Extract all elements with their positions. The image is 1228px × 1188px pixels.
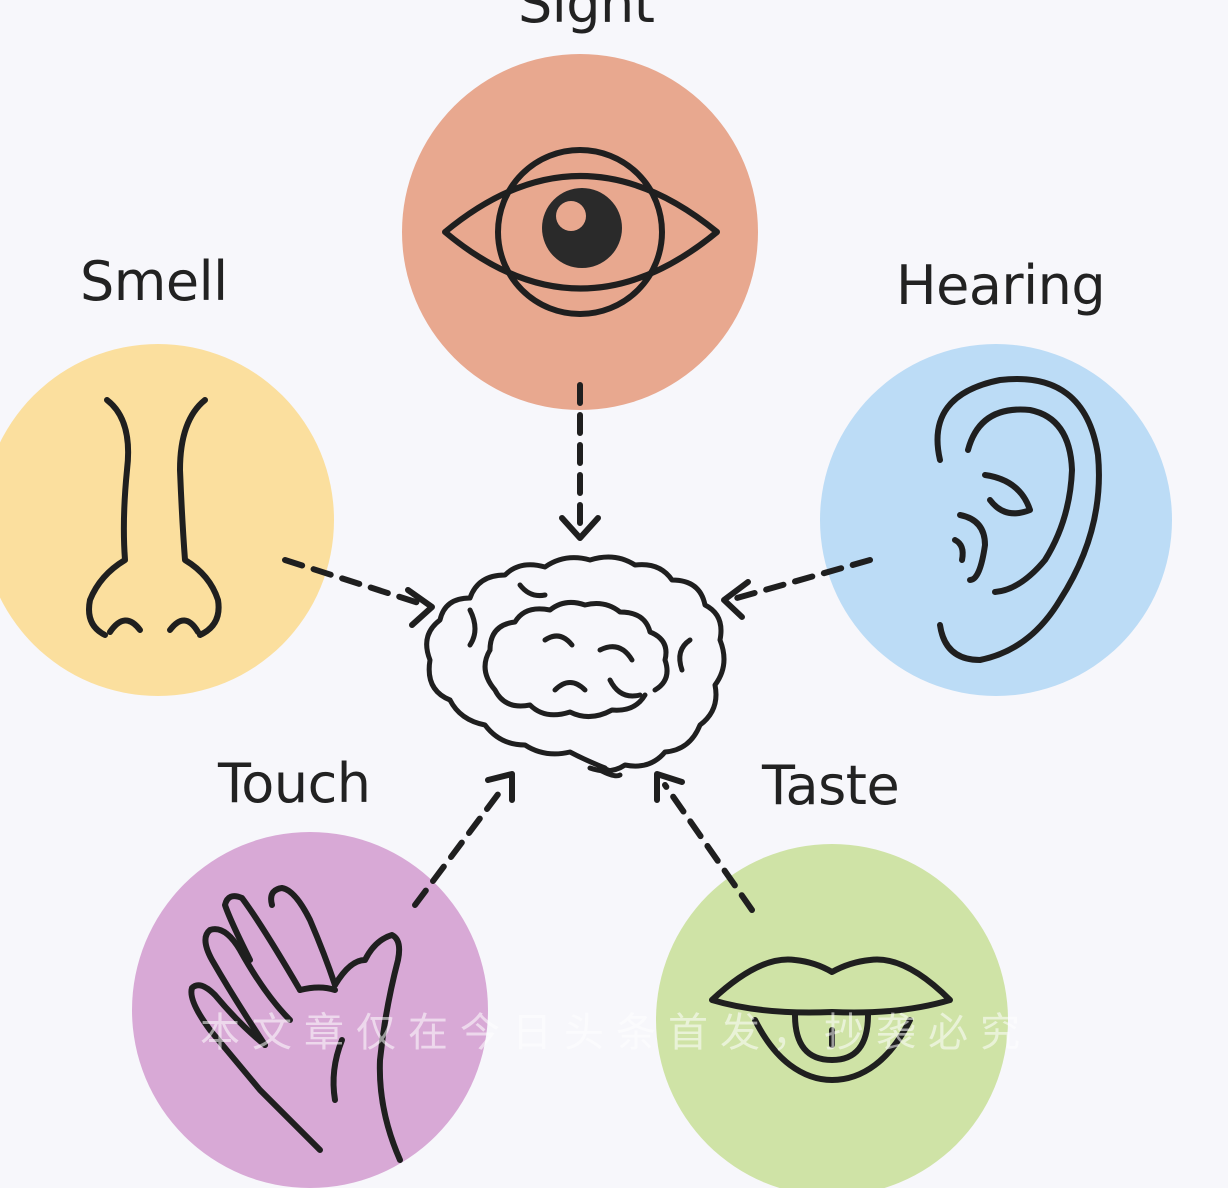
hand-icon [188, 885, 403, 1163]
sight-label: Sight [518, 0, 655, 35]
arrow-smell [282, 557, 428, 608]
arrowhead-taste [654, 771, 685, 803]
arrow-hearing [727, 557, 873, 603]
smell-label: Smell [80, 250, 228, 313]
arrowhead-sight [559, 515, 601, 541]
arrowhead-smell [405, 587, 435, 628]
nose-icon [86, 397, 222, 638]
arrowhead-hearing [721, 579, 751, 620]
mouth-tongue-icon [709, 956, 953, 1083]
arrows [282, 382, 873, 913]
arrowheads [405, 515, 751, 803]
eye-icon [442, 147, 720, 317]
smell-circle [0, 344, 334, 696]
taste-label: Taste [762, 754, 900, 817]
arrowhead-touch [485, 771, 515, 803]
arrow-taste [662, 782, 755, 913]
watermark: 本文章仅在今日头条首发，抄袭必究 [200, 1010, 1032, 1056]
hearing-label: Hearing [896, 254, 1106, 317]
hearing-circle [820, 344, 1172, 696]
brain-icon [424, 554, 727, 779]
touch-label: Touch [218, 752, 371, 815]
arrow-touch [412, 782, 508, 908]
touch-circle [132, 832, 488, 1188]
taste-circle [656, 844, 1008, 1188]
ear-icon [934, 376, 1102, 663]
